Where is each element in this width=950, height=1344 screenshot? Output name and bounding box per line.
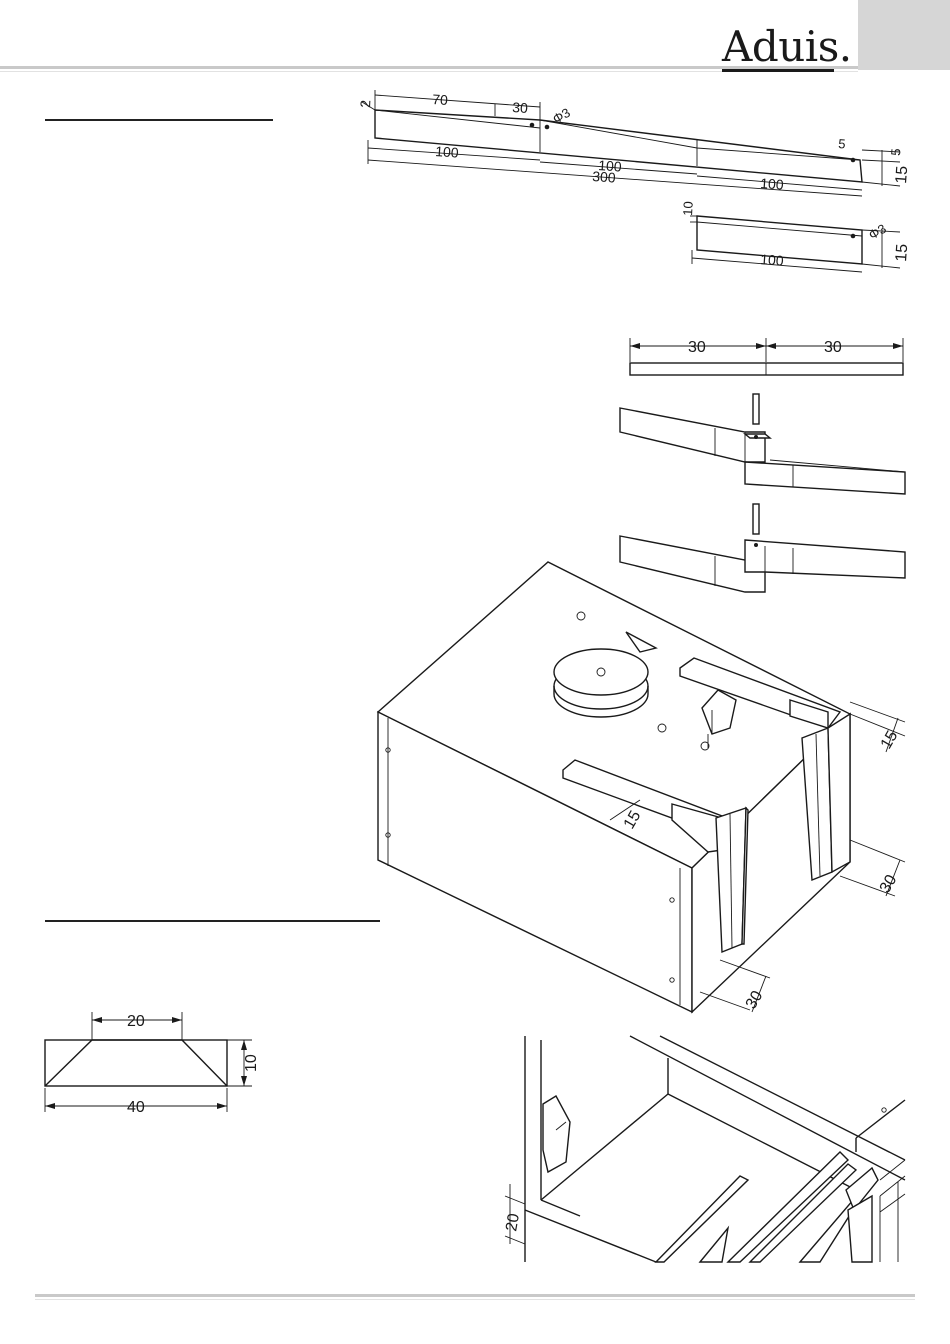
dim-a-5: 100 [435,143,460,161]
dim-a-8: 100 [760,175,785,193]
profile-drawing [45,1012,252,1112]
hinge-exploded-2 [620,504,905,592]
dim-b-4: 100 [760,251,785,269]
dim-b-2: Φ3 [866,221,889,243]
dim-b-1: 10 [680,201,696,216]
dim-a-7: 300 [592,168,617,186]
detail-view [505,1036,905,1262]
dim-a-10: 5 [888,148,903,156]
dim-a-11: 15 [893,165,911,184]
dim-b-3: 15 [893,243,911,262]
hinge-exploded-1 [620,394,905,494]
box-assembly [378,562,905,1012]
block-short [690,216,900,272]
dim-detail-1: 20 [503,1212,523,1233]
dim-a-2: 70 [432,91,449,108]
dim-assembly-3: 30 [877,872,901,896]
dim-a-1: 2 [357,99,373,108]
rod-drawing [630,338,903,375]
dim-profile-bottom: 40 [127,1099,145,1116]
dim-rod-left: 30 [688,339,706,356]
dim-profile-height: 10 [243,1054,260,1072]
dim-assembly-1: 15 [878,728,902,752]
dim-profile-top: 20 [127,1013,145,1030]
dim-rod-right: 30 [824,339,842,356]
dim-a-9: 5 [838,136,846,151]
dim-a-3: 30 [512,99,529,116]
